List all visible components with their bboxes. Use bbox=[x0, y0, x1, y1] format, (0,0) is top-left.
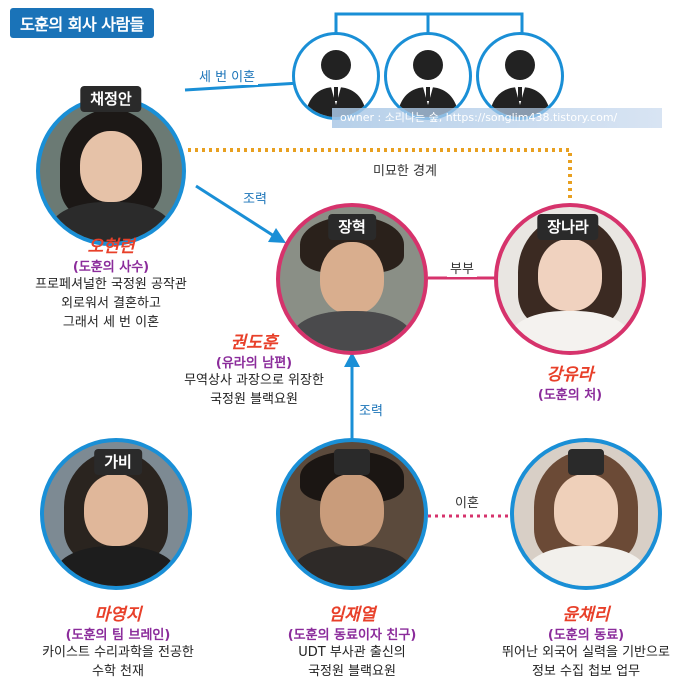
edge-label-cooperation-top: 조력 bbox=[240, 188, 270, 207]
role-name-jang-nara: 강유라 bbox=[546, 365, 594, 385]
role-name-gabi: 마영지 bbox=[94, 605, 142, 625]
role-desc-jang-hyuk: 무역상사 과장으로 위장한 국정원 블랙요원 bbox=[184, 373, 324, 407]
role-relation-im-jaeyeol: (도훈의 동료이자 친구) bbox=[287, 628, 417, 643]
role-name-yun-chaeri: 윤채리 bbox=[562, 605, 610, 625]
role-desc-chae: 프로페셔널한 국정원 공작관 외로워서 결혼하고 그래서 세 번 이혼 bbox=[35, 277, 187, 330]
page-title: 도훈의 회사 사람들 bbox=[10, 8, 154, 38]
divorce-line-chae bbox=[184, 81, 301, 92]
name-tag-yun-chaeri bbox=[568, 449, 604, 475]
person-silhouette-icon bbox=[476, 32, 564, 120]
edge-label-cooperation-bottom: 조력 bbox=[356, 400, 386, 419]
role-name-chae: 오현련 bbox=[87, 237, 135, 257]
edge-label-three-divorces: 세 번 이혼 bbox=[196, 66, 259, 85]
role-relation-chae: (도훈의 사수) bbox=[72, 260, 150, 275]
name-tag-chae-jeongan: 채정안 bbox=[80, 86, 142, 112]
name-tag-jang-nara: 장나라 bbox=[537, 214, 599, 240]
edge-label-divorced: 이혼 bbox=[452, 492, 482, 511]
name-tag-gabi: 가비 bbox=[94, 449, 142, 475]
name-tag-im-jaeyeol bbox=[334, 449, 370, 475]
portrait-im-jaeyeol bbox=[276, 438, 428, 590]
role-relation-gabi: (도훈의 팀 브레인) bbox=[65, 628, 171, 643]
name-tag-jang-hyuk: 장혁 bbox=[328, 214, 376, 240]
edge-label-subtle-tension: 미묘한 경계 bbox=[370, 160, 440, 179]
edge-label-married: 부부 bbox=[447, 258, 477, 277]
tension-line bbox=[188, 148, 572, 200]
role-desc-im-jaeyeol: UDT 부사관 출신의 국정원 블랙요원 bbox=[298, 645, 406, 679]
role-relation-yun-chaeri: (도훈의 동료) bbox=[547, 628, 625, 643]
cooperation-arrow-top bbox=[195, 184, 275, 238]
role-name-im-jaeyeol: 임재열 bbox=[328, 605, 376, 625]
cooperation-arrowhead-top bbox=[268, 228, 286, 243]
role-desc-yun-chaeri: 뛰어난 외국어 실력을 기반으로 정보 수집 첩보 업무 bbox=[502, 645, 670, 679]
role-relation-jang-hyuk: (유라의 남편) bbox=[215, 356, 293, 371]
role-name-jang-hyuk: 권도훈 bbox=[230, 333, 278, 353]
ex-husbands-bracket bbox=[334, 12, 524, 34]
role-desc-gabi: 카이스트 수리과학을 전공한 수학 천재 bbox=[42, 645, 194, 679]
watermark: owner : 소리나는 숲, https://songlim438.tisto… bbox=[332, 108, 662, 128]
portrait-chae-jeongan bbox=[36, 96, 186, 246]
role-relation-jang-nara: (도훈의 처) bbox=[537, 388, 603, 403]
person-silhouette-icon bbox=[384, 32, 472, 120]
person-silhouette-icon bbox=[292, 32, 380, 120]
cooperation-arrowhead-bottom bbox=[344, 352, 360, 367]
